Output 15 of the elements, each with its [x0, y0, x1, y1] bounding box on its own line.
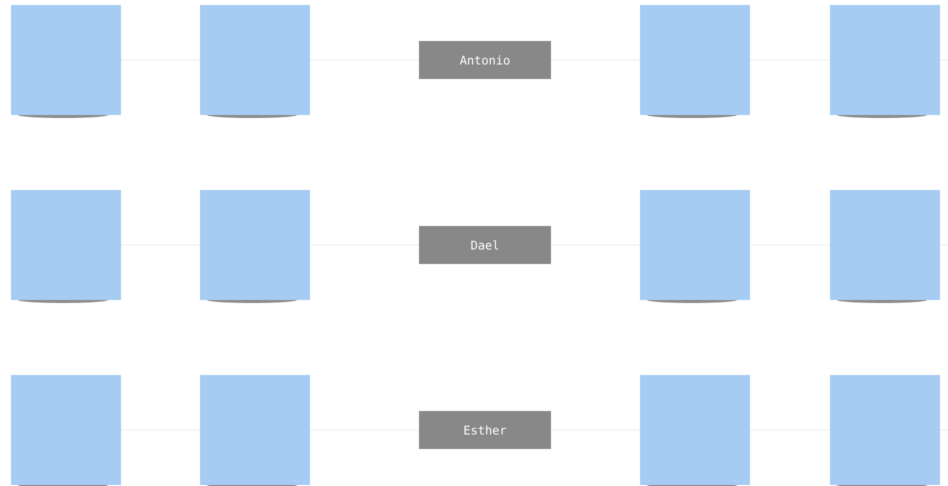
sticky-note [200, 5, 310, 118]
name-tag: Dael [419, 226, 551, 264]
sticky-note [830, 375, 940, 486]
name-tag: Esther [419, 411, 551, 449]
sticky-note [200, 190, 310, 303]
sticky-note [830, 190, 940, 303]
sticky-note [640, 375, 750, 486]
sticky-note [11, 5, 121, 118]
sticky-note [640, 190, 750, 303]
name-tag: Antonio [419, 41, 551, 79]
sticky-note [640, 5, 750, 118]
sticky-note [830, 5, 940, 118]
sticky-note [11, 190, 121, 303]
sticky-note [11, 375, 121, 486]
sticky-note [200, 375, 310, 486]
